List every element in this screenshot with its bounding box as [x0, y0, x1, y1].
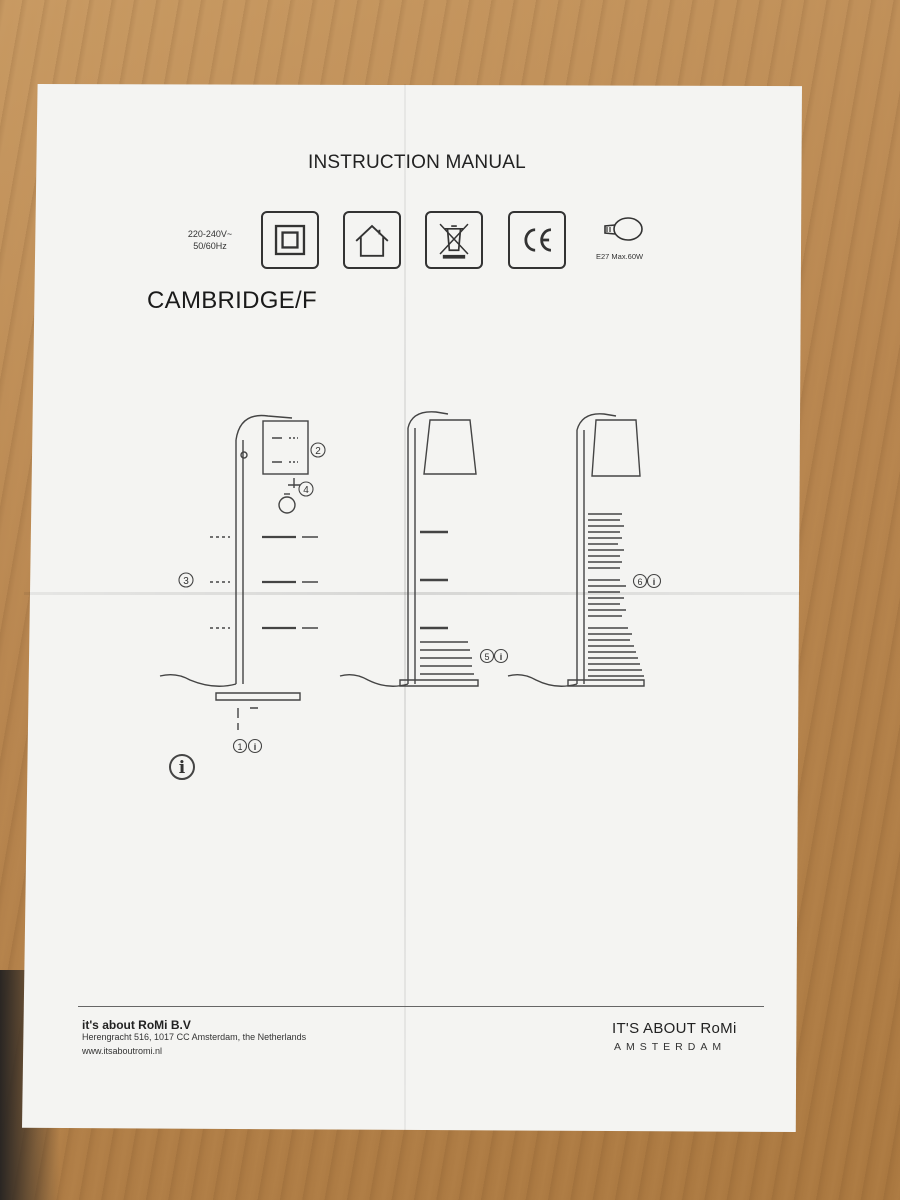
company-name: it's about RoMi B.V — [82, 1018, 191, 1032]
weee-bin-icon — [425, 211, 483, 269]
voltage-line-2: 50/60Hz — [193, 241, 227, 251]
voltage-line-1: 220-240V~ — [187, 229, 233, 239]
info-circle-5 — [493, 648, 509, 664]
step-6-label: 6 — [637, 577, 642, 587]
step-6-circle — [632, 573, 648, 589]
company-address: Herengracht 516, 1017 CC Amsterdam, the … — [82, 1032, 307, 1042]
document-title: INSTRUCTION MANUAL — [308, 152, 526, 173]
horizontal-fold — [24, 592, 800, 595]
info-5-label: i — [500, 652, 503, 662]
step-3-label: 3 — [183, 576, 189, 587]
voltage-spec: 220-240V~ 50/60Hz — [180, 228, 240, 252]
step-4-label: 4 — [303, 485, 309, 496]
diagram-2-shelves-and-books — [339, 411, 479, 687]
step-4-circle — [298, 481, 314, 497]
step-2-label: 2 — [315, 446, 321, 457]
info-6-label: i — [653, 577, 656, 587]
step-5-label: 5 — [484, 652, 489, 662]
bulb-spec: E27 Max.60W — [596, 252, 644, 261]
step-1-label: 1 — [237, 742, 242, 752]
info-1-label: i — [254, 742, 257, 752]
indoor-use-icon — [343, 211, 401, 269]
footer-divider — [78, 1006, 764, 1007]
double-insulation-icon — [261, 211, 319, 269]
product-model: CAMBRIDGE/F — [147, 287, 317, 314]
diagram-3-complete — [507, 413, 645, 687]
bulb-icon — [604, 217, 643, 241]
instruction-sheet — [22, 84, 802, 1132]
company-website: www.itsaboutromi.nl — [82, 1046, 163, 1056]
info-icon-label: i — [179, 758, 186, 778]
ce-mark-icon — [508, 211, 566, 269]
brand-subtitle: AMSTERDAM — [614, 1041, 727, 1053]
step-1-circle — [232, 738, 248, 754]
diagram-1-exploded — [159, 414, 318, 730]
step-3-circle — [178, 572, 194, 588]
vertical-fold — [404, 84, 406, 1130]
info-circle-6 — [646, 573, 662, 589]
info-circle-1 — [247, 738, 263, 754]
step-2-circle — [310, 442, 326, 458]
brand-logo: IT'S ABOUT RoMi — [612, 1020, 737, 1037]
info-icon — [169, 754, 195, 780]
step-5-circle — [479, 648, 495, 664]
